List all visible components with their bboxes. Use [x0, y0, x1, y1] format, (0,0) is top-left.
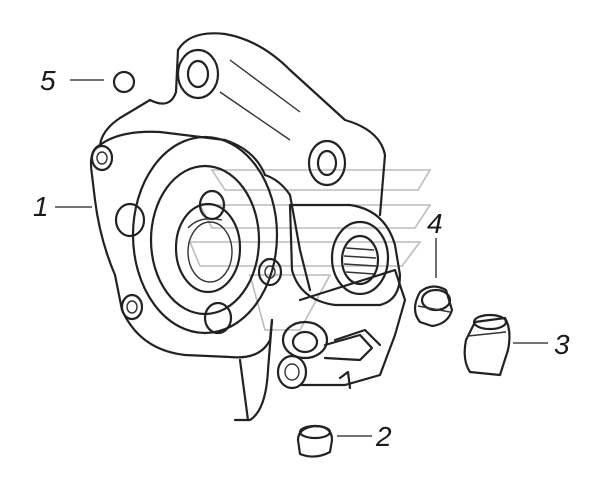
callout-label-4: 4	[427, 208, 443, 239]
sleeve-part	[463, 313, 511, 377]
ball-part	[112, 70, 136, 94]
valve-block	[276, 268, 407, 390]
pump-housing	[89, 32, 387, 422]
callout-label-3: 3	[554, 329, 570, 360]
leader-lines	[55, 79, 548, 437]
callout-label-1: 1	[33, 191, 49, 222]
threaded-port	[288, 203, 402, 307]
callout-label-5: 5	[40, 65, 56, 96]
callout-label-2: 2	[375, 421, 392, 452]
cap-part	[296, 424, 334, 458]
plug-part	[413, 285, 454, 328]
